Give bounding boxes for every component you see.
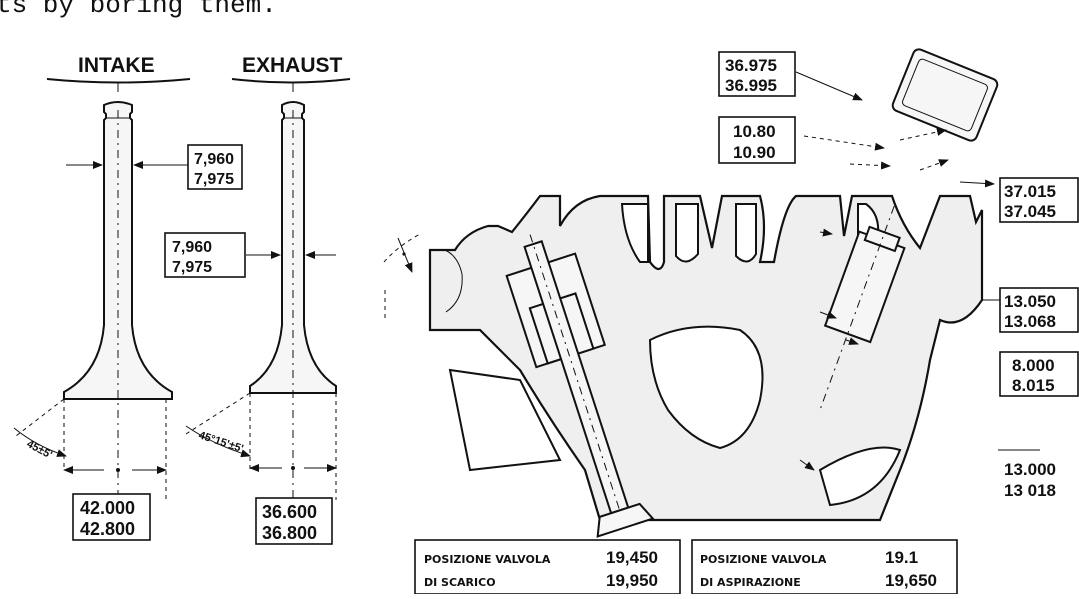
exhaust-stem-lower: 7,975 — [172, 259, 212, 276]
tappet-bucket — [891, 48, 999, 142]
intake-head-box — [72, 493, 151, 541]
intake-position-box — [691, 539, 958, 595]
bucket-dia-box — [718, 51, 796, 97]
port-cavity — [648, 325, 764, 450]
leader-bucket-height-2 — [899, 128, 947, 141]
intake-position-label1: POSIZIONE VALVOLA — [700, 553, 827, 566]
leader-guide-1 — [819, 228, 833, 237]
exhaust-position-lower: 19,950 — [606, 571, 658, 590]
guide-od-lower: 13.068 — [1004, 312, 1056, 331]
head-dimension-boxes: 36.975 36.995 10.80 10.90 37.015 37.045 … — [718, 51, 1079, 500]
intake-title-bracket — [46, 78, 191, 84]
lower-right-passage — [818, 446, 902, 507]
bore-dia-upper: 37.015 — [1004, 182, 1056, 201]
left-angle-dash — [383, 233, 421, 263]
intake-valve-group: INTAKE 7,960 7,975 45±5' 42.000 42.800 — [13, 54, 243, 541]
intake-guide-centerline — [818, 205, 895, 413]
intake-head-center-dot — [116, 468, 120, 472]
intake-position-upper: 19.1 — [885, 548, 918, 567]
exhaust-position-table: POSIZIONE VALVOLA DI SCARICO 19,450 19,9… — [414, 539, 681, 595]
bucket-height-lower: 10.90 — [733, 143, 776, 162]
leader-bore-2 — [919, 159, 949, 171]
intake-stem-box — [187, 144, 243, 190]
exhaust-head-lower: 36.800 — [262, 523, 317, 543]
left-angle-dot — [402, 252, 406, 256]
caption-fragment: ts by boring them. — [0, 0, 277, 20]
coolant-passage-1 — [620, 203, 649, 263]
exhaust-valve — [249, 101, 337, 394]
intake-position-table: POSIZIONE VALVOLA DI ASPIRAZIONE 19.1 19… — [691, 539, 958, 595]
guide-id-lower: 8.015 — [1012, 376, 1055, 395]
guide-bore-lower: 13 018 — [1004, 481, 1056, 500]
leader-bore-1 — [849, 161, 891, 170]
intake-head-upper: 42.000 — [80, 498, 135, 518]
intake-head-lower: 42.800 — [80, 519, 135, 539]
cylinder-head-section — [383, 48, 1040, 538]
exhaust-position-upper: 19,450 — [606, 548, 658, 567]
intake-stem-lower: 7,975 — [194, 171, 234, 188]
exhaust-angle-line — [185, 392, 251, 435]
leader-bore-3 — [959, 179, 995, 188]
exhaust-guide-assembly — [505, 234, 655, 538]
tappet-body — [891, 48, 999, 142]
bore-dia-box — [999, 177, 1079, 223]
intake-angle-arc — [13, 427, 67, 457]
leader-bucket-height — [803, 135, 885, 151]
exhaust-head-box — [255, 497, 333, 545]
coolant-passage-3 — [735, 203, 757, 263]
guide-bore-upper: 13.000 — [1004, 460, 1056, 479]
leader-guide-2 — [819, 311, 837, 319]
guide-id-box — [999, 351, 1079, 397]
intake-stem-upper: 7,960 — [194, 151, 234, 168]
exhaust-stem-box — [164, 232, 246, 278]
intake-position-lower: 19,650 — [885, 571, 937, 590]
bucket-height-upper: 10.80 — [733, 122, 776, 141]
exhaust-position-box — [414, 539, 681, 595]
tappet-inner — [902, 58, 988, 132]
leader-bucket-dia — [795, 71, 863, 101]
guide-od-box — [999, 287, 1079, 333]
coolant-passage-2 — [675, 203, 699, 263]
intake-position-label2: DI ASPIRAZIONE — [700, 576, 801, 589]
leader-guide-3 — [845, 337, 859, 345]
exhaust-title: EXHAUST — [242, 54, 343, 77]
exhaust-position-label2: DI SCARICO — [424, 576, 496, 589]
intake-seat-angle: 45±5' — [25, 438, 55, 461]
intake-guide-assembly — [818, 205, 906, 413]
exhaust-stem-upper: 7,960 — [172, 239, 212, 256]
exhaust-head-center-dot — [291, 466, 295, 470]
guide-id-upper: 8.000 — [1012, 356, 1055, 375]
exhaust-position-label1: POSIZIONE VALVOLA — [424, 553, 551, 566]
exhaust-valve-group: EXHAUST 7,960 7,975 45°15'±5' 36.600 36.… — [164, 54, 351, 545]
leader-seat — [799, 459, 815, 471]
exhaust-title-bracket — [231, 78, 351, 84]
intake-angle-line — [15, 398, 65, 437]
intake-title: INTAKE — [78, 54, 155, 77]
left-boss — [444, 249, 463, 313]
exhaust-angle-arc — [185, 425, 251, 458]
exhaust-seat-angle: 45°15'±5' — [197, 429, 245, 455]
exhaust-head-upper: 36.600 — [262, 502, 317, 522]
bucket-height-box — [718, 116, 796, 164]
bore-dia-lower: 37.045 — [1004, 202, 1056, 221]
bucket-dia-upper: 36.975 — [725, 56, 777, 75]
guide-od-upper: 13.050 — [1004, 292, 1056, 311]
lower-left-passage — [448, 368, 562, 472]
exhaust-valve-head — [596, 502, 655, 538]
bucket-dia-lower: 36.995 — [725, 76, 777, 95]
